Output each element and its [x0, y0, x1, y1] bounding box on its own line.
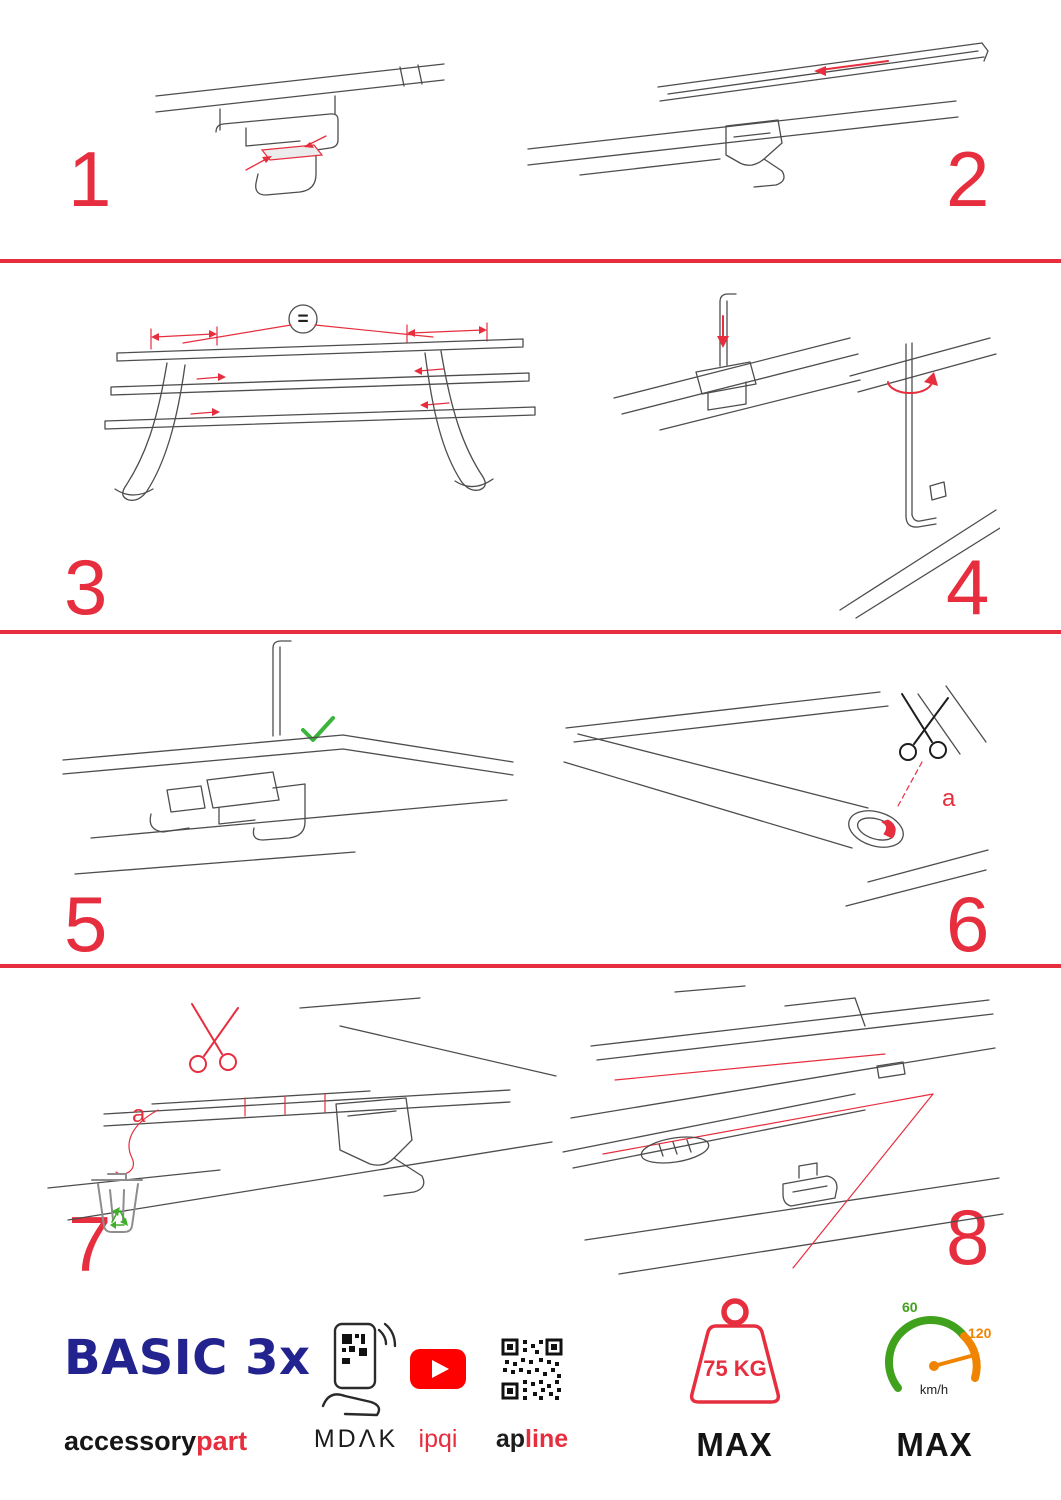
recycle-icon: [110, 1207, 128, 1229]
t-bolt-icon: [640, 1136, 710, 1164]
weight-icon: 75 KG: [689, 1298, 781, 1404]
step-8-figure: [562, 985, 1004, 1275]
t-bolt-icon: [782, 1162, 838, 1207]
step-2-figure: [527, 42, 989, 188]
hex-key-icon: [905, 342, 937, 528]
scissors-icon: [189, 1003, 239, 1073]
section-divider-3: [0, 964, 1061, 968]
speed-max-label: MAX: [896, 1426, 973, 1463]
scissors-icon: [899, 693, 949, 761]
step-8-number: 8: [946, 1193, 990, 1281]
partner-apline-label: apline: [496, 1425, 568, 1454]
weight-value: 75 KG: [703, 1356, 767, 1381]
brand-subtitle: accessorypart: [64, 1426, 310, 1457]
step-3-number: 3: [64, 543, 108, 631]
partner-apline: apline: [482, 1312, 582, 1454]
check-icon: [301, 716, 335, 742]
cut-label-a: a: [942, 785, 956, 812]
brand-sub-black: accessory: [64, 1426, 197, 1456]
max-speed-badge: 60 120 km/h MAX: [862, 1296, 1007, 1464]
equals-badge: =: [288, 304, 318, 334]
brand-sub-red: part: [196, 1426, 248, 1456]
brand-block: BASIC 3x accessorypart: [64, 1330, 310, 1457]
step-1-figure: [155, 63, 445, 196]
step-7-number: 7: [68, 1200, 112, 1288]
step-5-figure: [62, 640, 514, 875]
speedometer-icon: 60 120 km/h: [885, 1299, 992, 1397]
section-divider-1: [0, 259, 1061, 263]
apline-black: ap: [495, 1425, 526, 1453]
partner-ipqi: ipqi: [398, 1312, 478, 1454]
step-4-number: 4: [946, 543, 990, 631]
step-6-figure: a: [563, 685, 989, 907]
youtube-icon-area: [409, 1312, 467, 1425]
partner-mdak-label: MDΛK: [313, 1425, 399, 1453]
trash-icon: [91, 1173, 143, 1233]
weight-max-label: MAX: [696, 1426, 773, 1463]
phone-qr-icon: [321, 1322, 397, 1416]
apline-red: line: [525, 1425, 569, 1453]
phone-qr-icon-area: [313, 1312, 399, 1425]
section-divider-2: [0, 630, 1061, 634]
partner-mdak: MDΛK: [296, 1312, 416, 1454]
step-6-number: 6: [946, 880, 990, 968]
step-3-figure: =: [104, 304, 536, 501]
speed-unit-label: km/h: [920, 1382, 948, 1397]
qr-code-icon-area: [499, 1312, 565, 1425]
t-bolt-icon: [876, 1061, 906, 1079]
youtube-icon: [410, 1348, 466, 1389]
speed-low-label: 60: [902, 1299, 918, 1315]
step-7-figure: a: [47, 997, 557, 1233]
step-4-figure: [613, 293, 1000, 619]
qr-code-icon: [501, 1338, 563, 1400]
speed-high-label: 120: [968, 1325, 992, 1341]
step-2-number: 2: [946, 135, 990, 223]
step-1-number: 1: [68, 135, 112, 223]
max-weight-badge: 75 KG MAX: [662, 1296, 807, 1464]
equals-label: =: [297, 309, 308, 330]
step-5-number: 5: [64, 880, 108, 968]
partner-ipqi-label: ipqi: [418, 1425, 458, 1453]
brand-title: BASIC 3x: [64, 1330, 311, 1386]
